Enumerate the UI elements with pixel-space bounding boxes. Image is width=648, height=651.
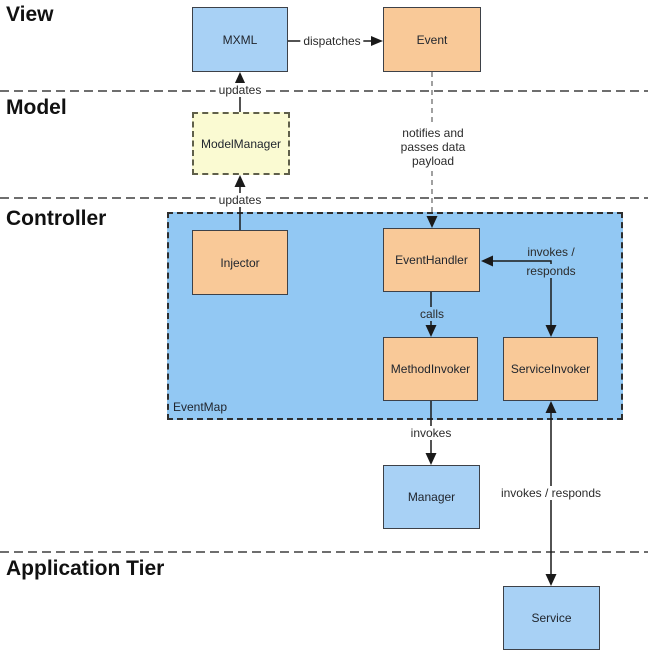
node-serviceinvoker: ServiceInvoker bbox=[503, 337, 598, 401]
node-mxml: MXML bbox=[192, 7, 288, 72]
tier-separator-lines bbox=[0, 90, 648, 553]
edge-label-invokes-responds-bottom: invokes / responds bbox=[497, 486, 605, 500]
node-eventhandler: EventHandler bbox=[383, 228, 480, 292]
node-manager: Manager bbox=[383, 465, 480, 529]
arrowhead bbox=[425, 453, 437, 465]
arrowhead bbox=[481, 255, 493, 267]
arrowhead bbox=[234, 72, 246, 84]
arrowhead bbox=[545, 325, 557, 337]
edge-label-notifies-line3: payload bbox=[411, 154, 455, 168]
edge-label-invokes: invokes bbox=[407, 426, 455, 440]
arrowhead bbox=[545, 401, 557, 413]
node-service: Service bbox=[503, 586, 600, 650]
node-event: Event bbox=[383, 7, 481, 72]
edge-updates-model bbox=[234, 175, 246, 230]
arrowhead bbox=[234, 175, 246, 187]
section-label-application-tier: Application Tier bbox=[6, 557, 165, 580]
edge-label-notifies-line1: notifies and bbox=[402, 126, 464, 140]
edge-label-invokes-responds-top-line1: invokes / bbox=[524, 245, 578, 259]
section-label-model: Model bbox=[6, 96, 67, 119]
edge-label-notifies-line2: passes data bbox=[400, 140, 466, 154]
edge-label-updates-view: updates bbox=[215, 83, 265, 97]
edge-invokes-responds-top bbox=[481, 255, 557, 337]
section-label-view: View bbox=[6, 3, 54, 26]
edge-label-notifies: notifies and passes data payload bbox=[397, 126, 469, 168]
section-label-controller: Controller bbox=[6, 207, 107, 230]
edge-label-invokes-responds-top-line2: responds bbox=[523, 264, 579, 278]
edge-label-updates-model: updates bbox=[215, 193, 265, 207]
edge-label-calls: calls bbox=[416, 307, 448, 321]
node-methodinvoker: MethodInvoker bbox=[383, 337, 478, 401]
arrowhead bbox=[371, 36, 383, 46]
arrowhead bbox=[425, 325, 437, 337]
node-modelmanager: ModelManager bbox=[192, 112, 290, 175]
arrowhead bbox=[545, 574, 557, 586]
node-injector: Injector bbox=[192, 230, 288, 295]
eventmap-label: EventMap bbox=[173, 400, 228, 414]
arrowhead bbox=[426, 216, 438, 228]
edge-label-dispatches: dispatches bbox=[300, 34, 364, 48]
